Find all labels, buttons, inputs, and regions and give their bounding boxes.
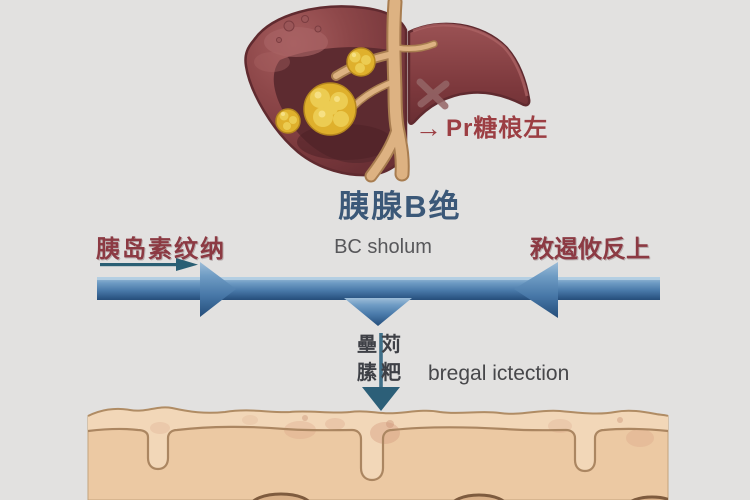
- small-down-arrow-icon: [362, 333, 400, 411]
- flow-bar-highlight: [97, 277, 660, 280]
- thin-right-arrow-icon: [100, 258, 198, 271]
- yellow-nodules: [275, 47, 376, 136]
- down-flow-label-line1: 壘苅: [357, 334, 405, 356]
- left-arrowhead-right-icon: [200, 262, 236, 317]
- pale-cross-mark: [416, 78, 450, 110]
- liver-top-highlight: [264, 27, 328, 57]
- diagram-title: 胰腺B绝: [338, 189, 462, 224]
- down-flow-label-line2: 膆粑: [357, 362, 405, 384]
- skin-inner-line: [88, 425, 668, 482]
- liver-side-highlight: [254, 52, 290, 72]
- liver-right-lobe-rim: [412, 23, 529, 97]
- skin-epidermis-band: [88, 407, 668, 480]
- flow-arrow-band: [97, 258, 660, 411]
- bile-duct: [333, 0, 437, 181]
- right-arrowhead-left-icon: [514, 262, 558, 318]
- skin-top-edge: [87, 406, 669, 417]
- liver-annotation-text: Pr糖桹左: [446, 115, 549, 142]
- skin-cross-section: [87, 406, 669, 500]
- liver-annotation-label: →Pr糖桹左: [415, 108, 548, 144]
- down-flow-note: bregal ictection: [428, 362, 570, 385]
- liver-illustration: [244, 0, 531, 183]
- nodule-lumps: [279, 51, 371, 130]
- nodule-highlights: [281, 52, 357, 118]
- left-flow-label: 胰岛素纹纳: [96, 236, 226, 263]
- center-down-triangle-icon: [344, 298, 412, 326]
- right-arrow-glyph-icon: →: [415, 113, 443, 143]
- skin-bottom-structures: [249, 492, 668, 500]
- center-flow-label: BC sholum: [334, 236, 432, 258]
- liver-surface-bubbles: [276, 15, 322, 43]
- right-flow-label: 敄遏攸反上: [530, 236, 650, 263]
- flow-bar: [97, 277, 660, 300]
